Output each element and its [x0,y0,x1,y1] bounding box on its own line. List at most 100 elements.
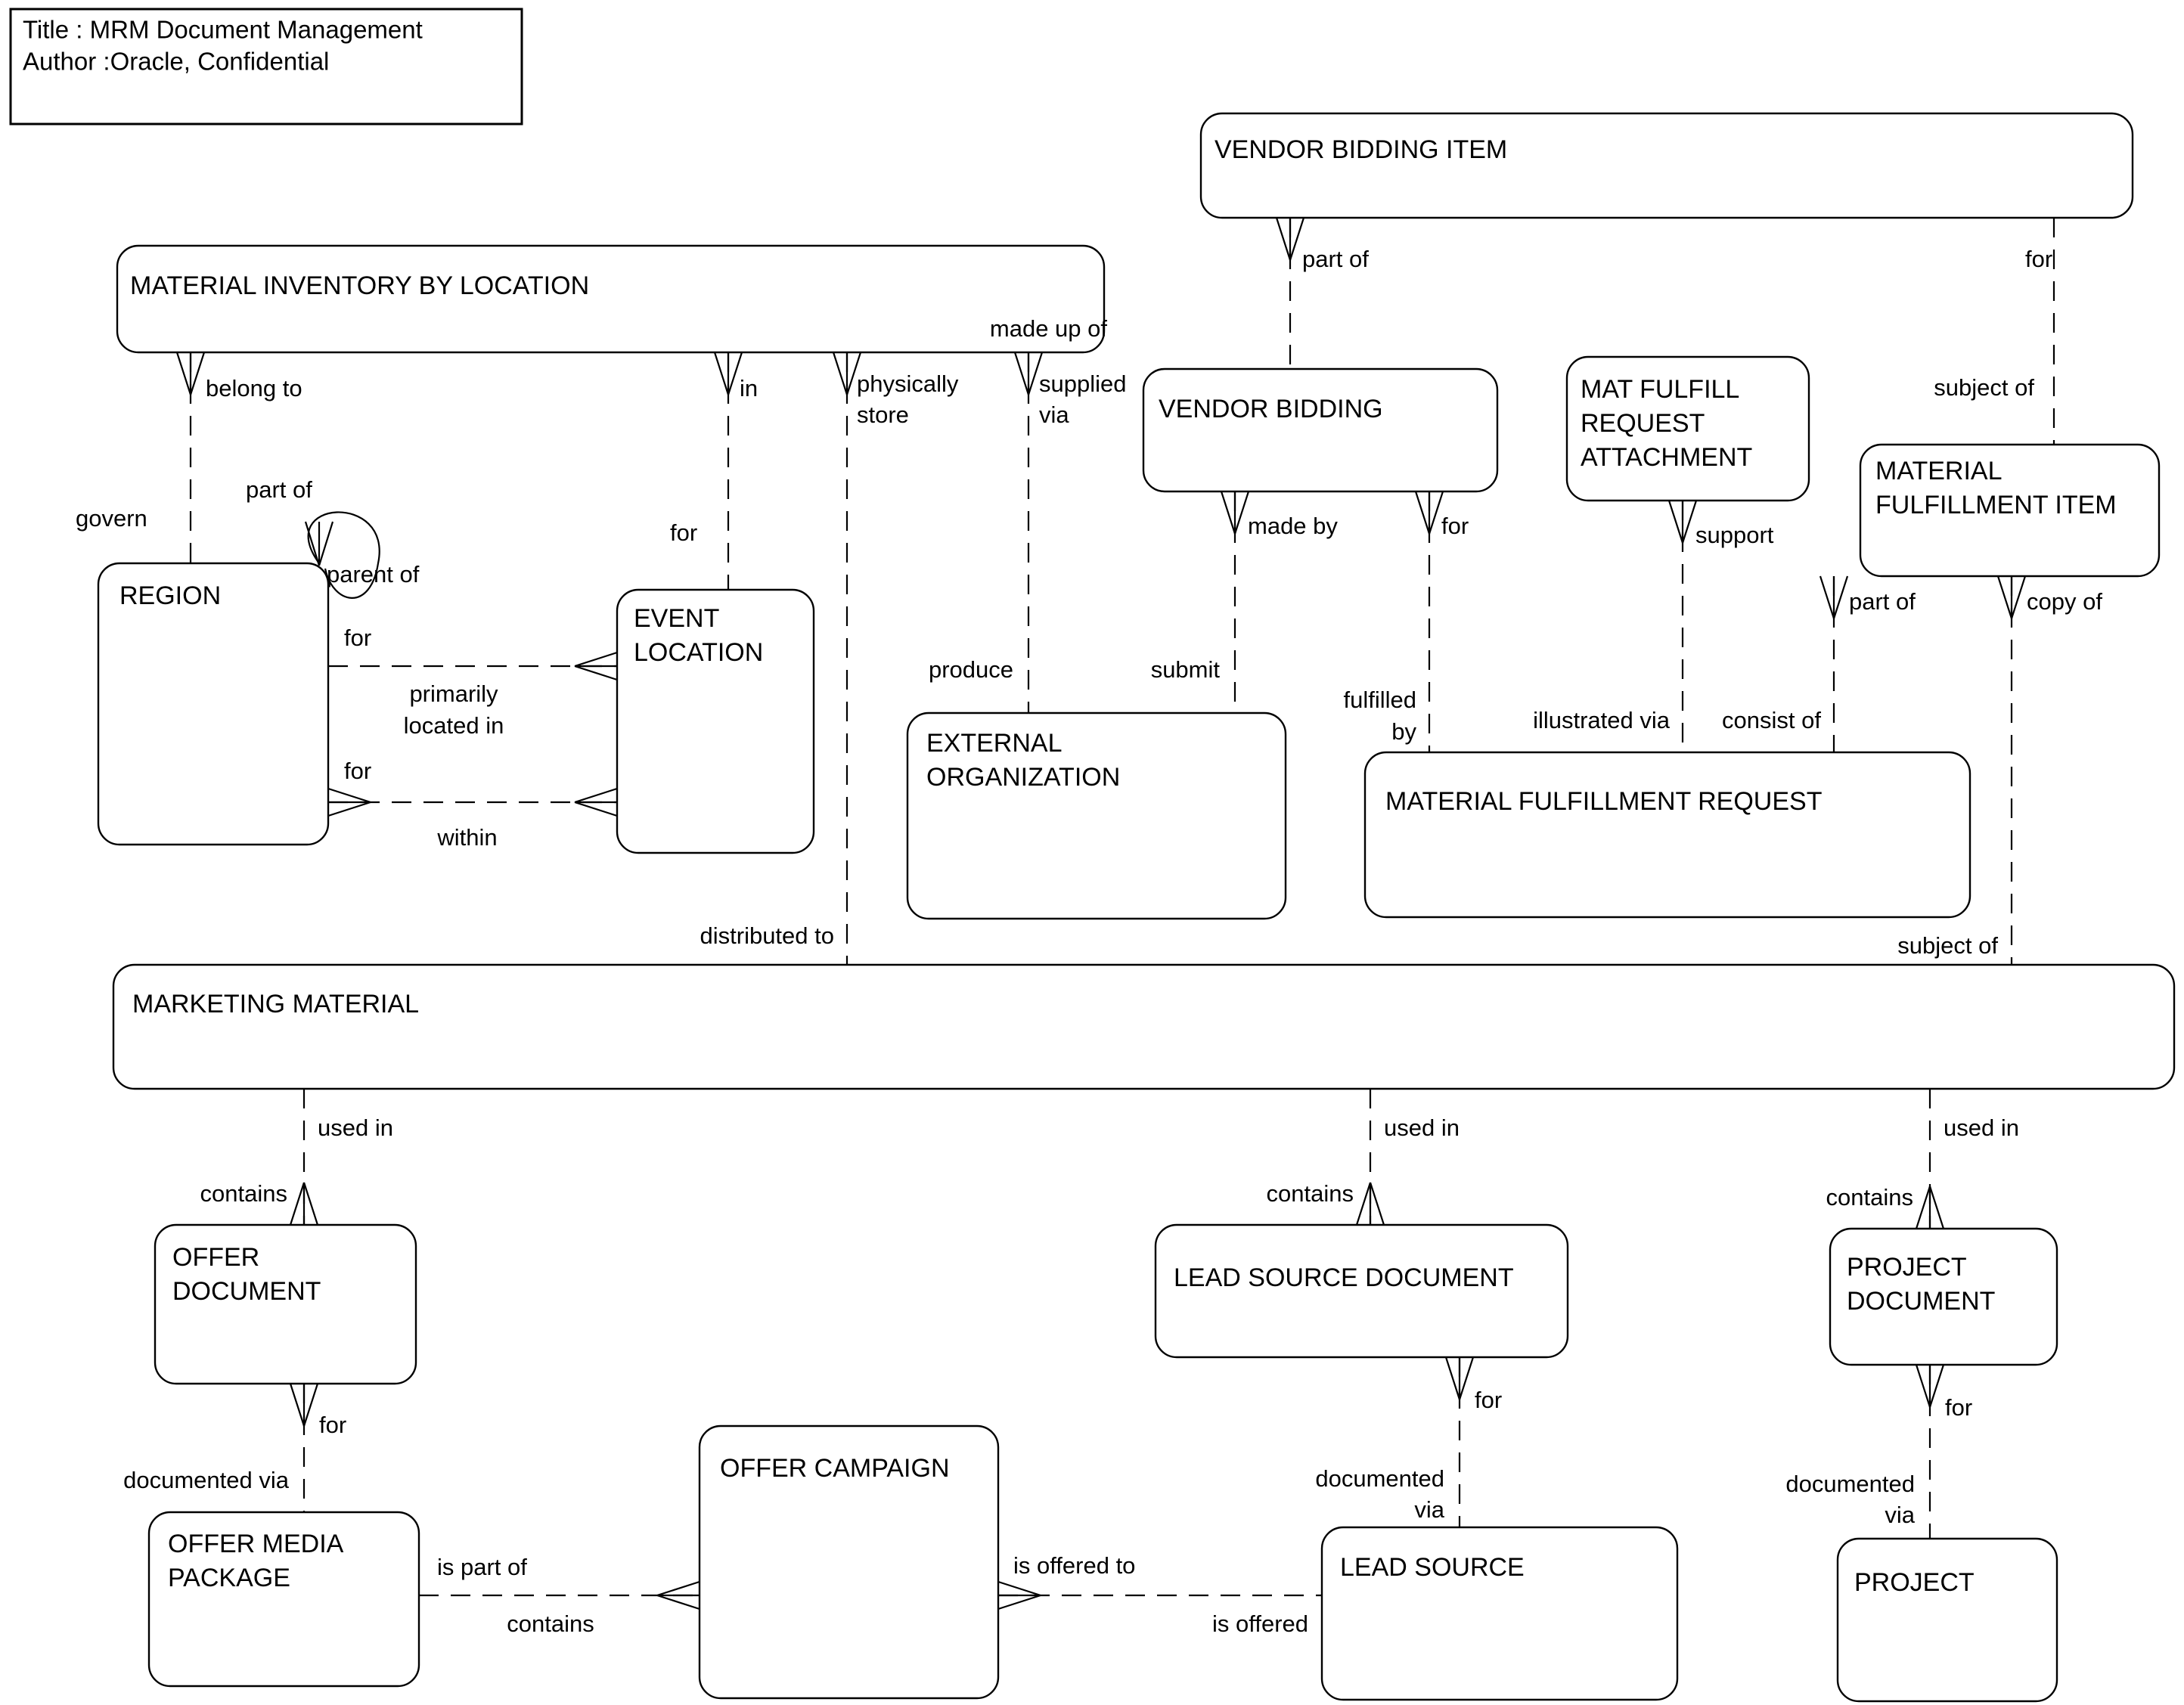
entity-label-event-location-line1: EVENT [634,604,719,633]
link-mibl-eventlocation [713,352,743,590]
crowfoot-icon [1996,575,2027,619]
title-box-rect [9,8,523,126]
entity-box[interactable] [1142,367,1499,493]
entity-label-project-document-line1: PROJECT [1847,1253,1967,1282]
crowfoot-icon [1355,1182,1385,1226]
entity-box[interactable] [906,711,1287,920]
crowfoot-icon [1667,500,1698,544]
crowfoot-icon [1013,352,1044,395]
link-mibl-region [175,352,206,563]
entity-label-offer-media-package-line2: PACKAGE [168,1564,290,1592]
entity-label-mat-fulfill-request-attachment-line2: REQUEST [1581,409,1705,438]
crowfoot-icon [1915,1186,1945,1229]
rel-label-used-in-2: used in [1384,1114,1460,1141]
link-mm-leadsourcedocument [1355,1089,1385,1226]
link-mibl-externalorg [1013,352,1044,713]
entity-label-project: PROJECT [1854,1568,1975,1597]
rel-label-physically-line2: store [857,401,909,428]
entity-box[interactable] [1836,1537,2058,1703]
rel-label-physically-line1: physically [857,370,959,397]
entity-box[interactable] [1565,355,1810,502]
entity-box[interactable] [1320,1526,1679,1701]
title-box: Title : MRM Document Management Author :… [9,8,523,126]
entity-material-fulfillment-item[interactable]: MATERIAL FULFILLMENT ITEM [1859,443,2161,578]
entity-region[interactable]: REGION [97,562,330,846]
rel-label-support: support [1695,522,1774,548]
link-mm-offerdocument [289,1089,319,1226]
entity-label-region: REGION [119,581,221,610]
entity-vendor-bidding[interactable]: VENDOR BIDDING [1142,367,1499,493]
entity-label-mat-fulfill-request-attachment-line1: MAT FULFILL [1581,375,1739,404]
entity-event-location[interactable]: EVENT LOCATION [616,588,815,854]
link-region-selfloop [304,511,380,599]
entity-project-document[interactable]: PROJECT DOCUMENT [1829,1227,2058,1366]
rel-label-primarily-line2: located in [404,712,504,739]
crowfoot-icon [1414,491,1444,535]
entity-label-offer-document-line1: OFFER [172,1243,259,1272]
rel-label-is-part-of: is part of [437,1554,527,1580]
rel-label-produce: produce [929,656,1013,683]
entity-offer-campaign[interactable]: OFFER CAMPAIGN [698,1424,1000,1700]
entity-offer-media-package[interactable]: OFFER MEDIA PACKAGE [147,1511,420,1688]
entity-box[interactable] [1199,112,2134,219]
crowfoot-icon [997,1580,1041,1610]
entity-box[interactable] [116,244,1106,354]
rel-label-for-eventloc: for [670,519,697,546]
entity-marketing-material[interactable]: MARKETING MATERIAL [112,963,2176,1090]
rel-label-for-vb: for [1441,513,1469,539]
link-vendorbidding-mfr [1414,491,1444,752]
rel-label-supplied-line1: supplied [1039,370,1126,397]
rel-label-fulfilled-line2: by [1391,718,1416,745]
crowfoot-icon [656,1580,700,1610]
rel-label-for-region-2: for [344,758,371,784]
link-mibl-marketingmaterial [832,352,862,965]
crowfoot-icon [1915,1364,1945,1408]
rel-label-supplied-line2: via [1039,401,1069,428]
rel-label-illustrated-via: illustrated via [1533,707,1671,733]
entity-box[interactable] [97,562,330,846]
crowfoot-icon [175,352,206,395]
entity-box[interactable] [616,588,815,854]
entity-box[interactable] [112,963,2176,1090]
entity-offer-document[interactable]: OFFER DOCUMENT [154,1223,417,1385]
link-mfi-marketingmaterial [1996,575,2027,965]
rel-label-made-by: made by [1248,513,1338,539]
link-mm-projectdocument [1915,1089,1945,1229]
crowfoot-icon [1275,217,1305,261]
entity-material-inventory-by-location[interactable]: MATERIAL INVENTORY BY LOCATION [116,244,1106,354]
entity-lead-source[interactable]: LEAD SOURCE [1320,1526,1679,1701]
entity-box[interactable] [698,1424,1000,1700]
entity-mat-fulfill-request-attachment[interactable]: MAT FULFILL REQUEST ATTACHMENT [1565,355,1810,502]
entity-box[interactable] [1363,751,1971,919]
rel-label-contains-campaign: contains [507,1610,594,1637]
link-leaddoc-leadsource [1444,1356,1475,1527]
rel-label-parent-of-region: parent of [327,561,420,587]
entity-label-vendor-bidding-item: VENDOR BIDDING ITEM [1215,135,1507,164]
rel-label-documented-via-3-line1: documented [1785,1471,1915,1497]
crowfoot-icon [1819,575,1849,619]
crowfoot-icon [713,352,743,395]
entity-external-organization[interactable]: EXTERNAL ORGANIZATION [906,711,1287,920]
entity-box[interactable] [1829,1227,2058,1366]
entity-box[interactable] [147,1511,420,1688]
link-region-eventlocation-primary [328,651,618,681]
entity-lead-source-document[interactable]: LEAD SOURCE DOCUMENT [1154,1223,1569,1359]
crowfoot-icon [327,787,371,817]
entity-box[interactable] [1859,443,2161,578]
rel-label-for-projdoc: for [1945,1394,1972,1421]
link-projdoc-project [1915,1364,1945,1539]
rel-label-part-of-region: part of [246,476,312,503]
link-offercampaign-leadsource [997,1580,1322,1610]
rel-label-used-in-1: used in [318,1114,393,1141]
entity-vendor-bidding-item[interactable]: VENDOR BIDDING ITEM [1199,112,2134,219]
entity-material-fulfillment-request[interactable]: MATERIAL FULFILLMENT REQUEST [1363,751,1971,919]
entity-box[interactable] [1154,1223,1569,1359]
entity-label-offer-campaign: OFFER CAMPAIGN [720,1454,950,1483]
entity-label-vendor-bidding: VENDOR BIDDING [1159,395,1383,423]
entity-project[interactable]: PROJECT [1836,1537,2058,1703]
crowfoot-icon [289,1383,319,1427]
entity-box[interactable] [154,1223,417,1385]
rel-label-for-offerdoc: for [319,1412,346,1438]
crowfoot-icon [1444,1356,1475,1400]
